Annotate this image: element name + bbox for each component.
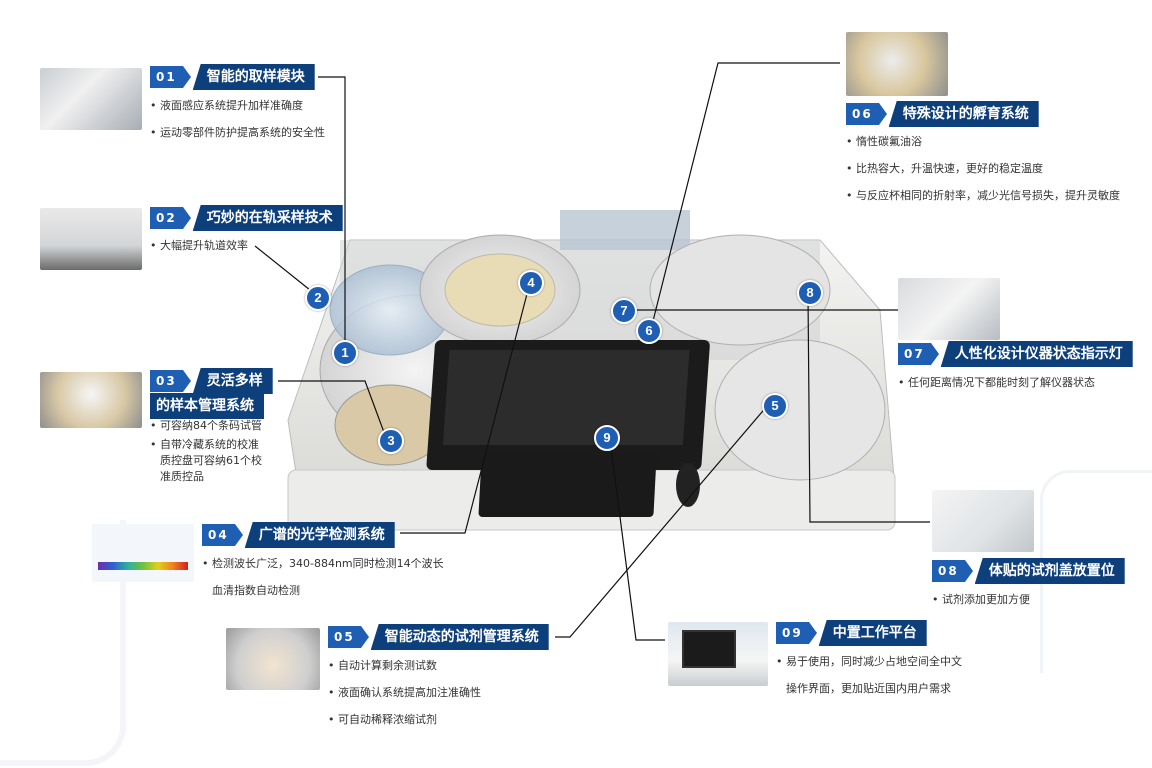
thumb-02 — [40, 208, 142, 270]
callout-number: 02 — [150, 207, 183, 229]
rear-panel — [560, 210, 690, 250]
bullet: 检测波长广泛，340-884nm同时检测14个波长 — [202, 556, 444, 572]
bullet: 易于使用，同时减少占地空间全中文 — [776, 654, 962, 670]
callout-title-text: 巧妙的在轨采样技术 — [192, 205, 343, 231]
bullet: 运动零部件防护提高系统的安全性 — [150, 125, 325, 141]
bullet: 比热容大，升温快速，更好的稳定温度 — [846, 161, 1120, 177]
marker-5: 5 — [762, 393, 788, 419]
callout-07-bullets: 任何距离情况下都能时刻了解仪器状态 — [898, 375, 1095, 402]
callout-number: 07 — [898, 343, 931, 365]
bullet-continued: 准质控品 — [160, 470, 204, 483]
callout-02-bullets: 大幅提升轨道效率 — [150, 238, 248, 265]
callout-number: 01 — [150, 66, 183, 88]
callout-title-text: 智能动态的试剂管理系统 — [370, 624, 549, 650]
monitor-screen — [442, 350, 690, 445]
callout-number: 03 — [150, 370, 183, 392]
keyboard — [478, 455, 657, 517]
bullet-continued: 质控盘可容纳61个校 — [160, 454, 262, 467]
bullet: 试剂添加更加方便 — [932, 592, 1030, 608]
callout-number: 05 — [328, 626, 361, 648]
callout-05-title: 05 智能动态的试剂管理系统 — [328, 624, 549, 650]
callout-04-bullets: 检测波长广泛，340-884nm同时检测14个波长 血清指数自动检测 — [202, 556, 444, 610]
callout-number: 06 — [846, 103, 879, 125]
callout-title-text: 体贴的试剂盖放置位 — [974, 558, 1125, 584]
marker-1: 1 — [332, 340, 358, 366]
callout-title-text: 广谱的光学检测系统 — [244, 522, 395, 548]
bullet: 可自动稀释浓缩试剂 — [328, 712, 481, 728]
thumb-01 — [40, 68, 142, 130]
bullet: 与反应杯相同的折射率，减少光信号损失，提升灵敏度 — [846, 188, 1120, 204]
marker-8: 8 — [797, 280, 823, 306]
callout-04-title: 04 广谱的光学检测系统 — [202, 522, 395, 548]
bullet: 液面确认系统提高加注准确性 — [328, 685, 481, 701]
analyzer-machine-illustration — [287, 210, 896, 531]
callout-01-title: 01 智能的取样模块 — [150, 64, 315, 90]
callout-title-text: 人性化设计仪器状态指示灯 — [940, 341, 1133, 367]
callout-06-bullets: 惰性碳氟油浴 比热容大，升温快速，更好的稳定温度 与反应杯相同的折射率，减少光信… — [846, 134, 1120, 215]
thumb-05 — [226, 628, 320, 690]
thumb-03 — [40, 372, 142, 428]
marker-3: 3 — [378, 428, 404, 454]
bullet: 可容纳84个条码试管 — [150, 418, 262, 434]
bullet-continued: 操作界面，更加贴近国内用户需求 — [786, 682, 951, 695]
thumb-06 — [846, 32, 948, 96]
callout-01-bullets: 液面感应系统提升加样准确度 运动零部件防护提高系统的安全性 — [150, 98, 325, 152]
callout-title-text: 中置工作平台 — [818, 620, 927, 646]
thumb-09 — [668, 622, 768, 686]
thumb-08 — [932, 490, 1034, 552]
bullet: 惰性碳氟油浴 — [846, 134, 1120, 150]
callout-02-title: 02 巧妙的在轨采样技术 — [150, 205, 343, 231]
right-cover-bottom — [714, 339, 886, 481]
callout-09-title: 09 中置工作平台 — [776, 620, 927, 646]
callout-03-title-line2: 的样本管理系统 — [150, 393, 264, 419]
callout-title-text-2: 的样本管理系统 — [150, 393, 264, 419]
callout-07-title: 07 人性化设计仪器状态指示灯 — [898, 341, 1133, 367]
bullet-continued: 血清指数自动检测 — [212, 584, 300, 597]
marker-6: 6 — [636, 318, 662, 344]
callout-title-text: 特殊设计的孵育系统 — [888, 101, 1039, 127]
marker-2: 2 — [305, 285, 331, 311]
bullet: 任何距离情况下都能时刻了解仪器状态 — [898, 375, 1095, 391]
bullet: 自带冷藏系统的校准 — [150, 437, 262, 453]
callout-title-text: 灵活多样 — [192, 368, 273, 394]
callout-number: 09 — [776, 622, 809, 644]
callout-03-bullets: 可容纳84个条码试管 自带冷藏系统的校准 质控盘可容纳61个校 准质控品 — [150, 418, 262, 496]
callout-title-text: 智能的取样模块 — [192, 64, 315, 90]
callout-08-title: 08 体贴的试剂盖放置位 — [932, 558, 1125, 584]
thumb-07 — [898, 278, 1000, 340]
bullet: 大幅提升轨道效率 — [150, 238, 248, 254]
callout-number: 04 — [202, 524, 235, 546]
marker-9: 9 — [594, 425, 620, 451]
callout-number: 08 — [932, 560, 965, 582]
thumb-04-spectrum — [92, 524, 194, 582]
bullet: 液面感应系统提升加样准确度 — [150, 98, 325, 114]
marker-4: 4 — [518, 270, 544, 296]
callout-08-bullets: 试剂添加更加方便 — [932, 592, 1030, 619]
bullet: 自动计算剩余测试数 — [328, 658, 481, 674]
marker-7: 7 — [611, 298, 637, 324]
callout-03-title: 03 灵活多样 — [150, 368, 273, 394]
mouse — [676, 463, 700, 507]
callout-05-bullets: 自动计算剩余测试数 液面确认系统提高加注准确性 可自动稀释浓缩试剂 — [328, 658, 481, 739]
decor-bracket-left — [0, 520, 126, 766]
callout-09-bullets: 易于使用，同时减少占地空间全中文 操作界面，更加贴近国内用户需求 — [776, 654, 962, 708]
callout-06-title: 06 特殊设计的孵育系统 — [846, 101, 1039, 127]
